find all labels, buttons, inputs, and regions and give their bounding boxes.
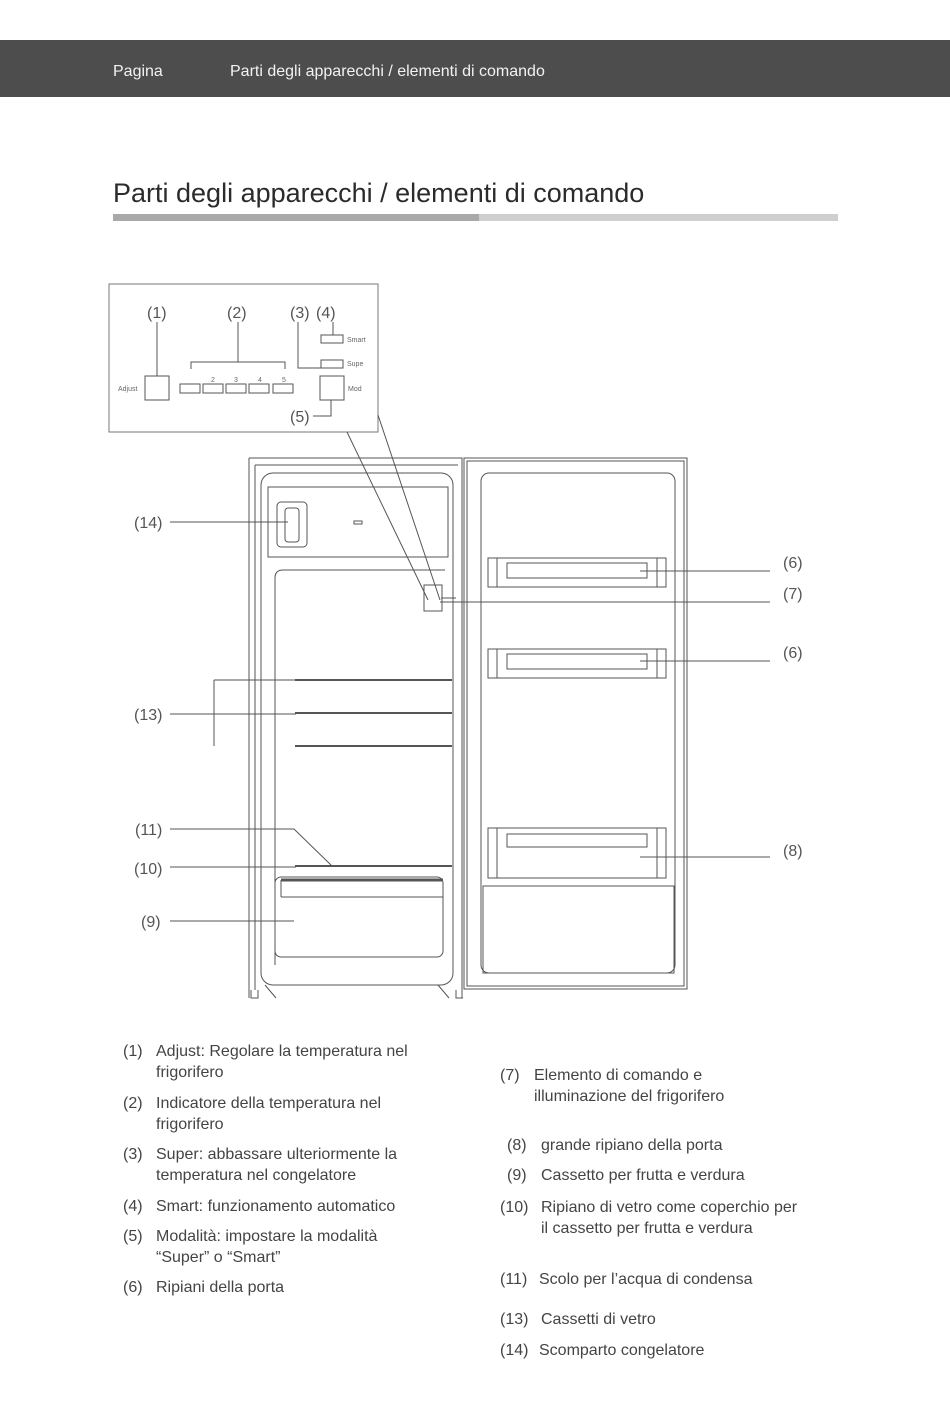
fridge-diagram: (1) (2) (3) (4) (5) Adjust Smart Supe Mo… <box>108 283 803 999</box>
control-panel-zoom <box>108 283 379 433</box>
legend-item: (11) Scolo per l’acqua di condensa <box>500 1270 809 1291</box>
callout-13: (13) <box>134 707 162 724</box>
legend-item: (7) Elemento di comando e illuminazione … <box>500 1066 734 1107</box>
callout-6-lower: (6) <box>783 645 803 662</box>
legend-item: (13) Cassetti di vetro <box>500 1310 801 1331</box>
legend-item: (10) Ripiano di vetro come coperchio per… <box>500 1198 801 1239</box>
indicator-number: 4 <box>258 377 262 384</box>
adjust-label: Adjust <box>118 386 138 393</box>
callout-5: (5) <box>290 409 310 426</box>
callout-4: (4) <box>316 305 336 322</box>
legend-text: Scolo per l’acqua di condensa <box>539 1271 753 1288</box>
callout-9: (9) <box>141 914 161 931</box>
title-underline <box>113 214 838 221</box>
super-label: Supe <box>347 361 363 368</box>
legend-number: (10) <box>500 1199 529 1216</box>
mode-label: Mod <box>348 386 362 393</box>
legend-text: Modalità: impostare la modalità “Super” … <box>156 1228 378 1266</box>
callout-14: (14) <box>134 515 162 532</box>
legend-text: Ripiano di vetro come coperchio per il c… <box>541 1199 798 1237</box>
super-indicator-drawing <box>320 359 344 369</box>
legend-item: (2) Indicatore della temperatura nel fri… <box>123 1094 421 1135</box>
legend-number: (1) <box>123 1043 143 1060</box>
legend-text: Indicatore della temperatura nel frigori… <box>156 1095 382 1133</box>
legend-number: (8) <box>507 1137 527 1154</box>
page-label: Pagina <box>113 63 163 80</box>
legend-text: Adjust: Regolare la temperatura nel frig… <box>156 1043 408 1081</box>
legend-text: Super: abbassare ulteriormente la temper… <box>156 1146 398 1184</box>
legend-number: (3) <box>123 1146 143 1163</box>
legend-item: (14) Scomparto congelatore <box>500 1341 799 1362</box>
legend-number: (14) <box>500 1342 529 1359</box>
legend-number: (2) <box>123 1095 143 1112</box>
legend-item: (4) Smart: funzionamento automatico <box>123 1197 436 1218</box>
callout-6-upper: (6) <box>783 555 803 572</box>
legend-item: (3) Super: abbassare ulteriormente la te… <box>123 1145 421 1186</box>
page-header-bar: Pagina Parti degli apparecchi / elementi… <box>0 40 950 97</box>
legend-number: (11) <box>500 1271 528 1288</box>
indicator-number: 3 <box>234 377 238 384</box>
page-title: Parti degli apparecchi / elementi di com… <box>113 178 645 208</box>
legend-text: Cassetti di vetro <box>541 1311 656 1328</box>
mode-button-drawing <box>319 375 345 401</box>
legend-text: Cassetto per frutta e verdura <box>541 1167 745 1184</box>
callout-10: (10) <box>134 861 162 878</box>
legend-number: (9) <box>507 1167 527 1184</box>
legend-item: (1) Adjust: Regolare la temperatura nel … <box>123 1042 421 1083</box>
legend-text: Smart: funzionamento automatico <box>156 1198 396 1215</box>
legend-item: (9) Cassetto per frutta e verdura <box>507 1166 801 1187</box>
callout-1: (1) <box>147 305 167 322</box>
callout-2: (2) <box>227 305 247 322</box>
legend-item: (6) Ripiani della porta <box>123 1278 421 1299</box>
callout-11: (11) <box>135 822 162 839</box>
indicator-number: 2 <box>211 377 215 384</box>
callout-8: (8) <box>783 843 803 860</box>
legend-number: (5) <box>123 1228 143 1245</box>
legend-text: Ripiani della porta <box>156 1279 285 1296</box>
legend-number: (13) <box>500 1311 529 1328</box>
legend-item: (8) grande ripiano della porta <box>507 1136 801 1157</box>
indicator-number: 5 <box>282 377 286 384</box>
legend-text: Elemento di comando e illuminazione del … <box>534 1067 725 1105</box>
legend-text: grande ripiano della porta <box>541 1137 723 1154</box>
adjust-button-drawing <box>144 375 170 401</box>
smart-label: Smart <box>347 337 366 344</box>
legend-number: (4) <box>123 1198 143 1215</box>
smart-indicator-drawing <box>320 334 344 344</box>
legend-item: (5) Modalità: impostare la modalità “Sup… <box>123 1227 411 1268</box>
legend-number: (7) <box>500 1067 520 1084</box>
header-section-title: Parti degli apparecchi / elementi di com… <box>230 63 545 80</box>
legend-number: (6) <box>123 1279 143 1296</box>
callout-7: (7) <box>783 586 803 603</box>
legend-text: Scomparto congelatore <box>539 1342 705 1359</box>
callout-3: (3) <box>290 305 310 322</box>
